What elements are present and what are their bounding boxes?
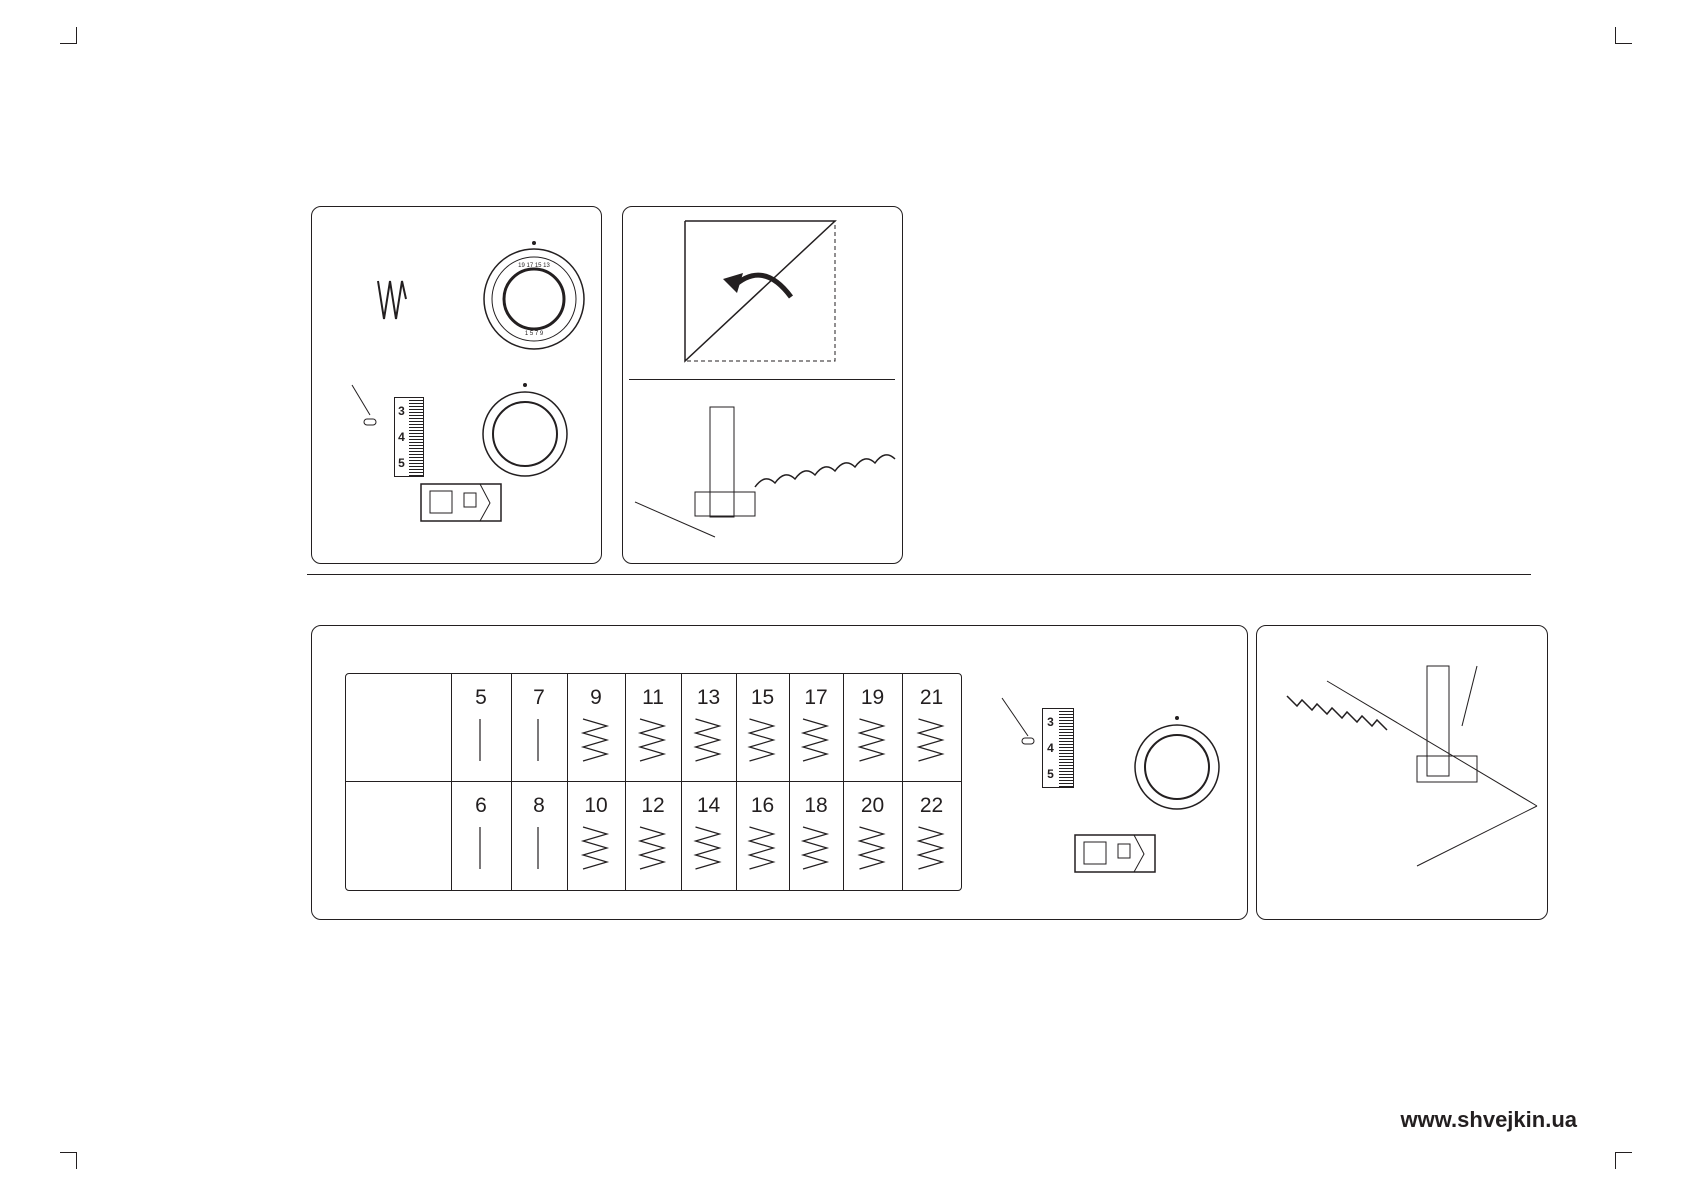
- width-scale-2-4: 4: [1047, 741, 1054, 755]
- stitch-number-8: 8: [533, 794, 545, 817]
- svg-text:19 17 15 13: 19 17 15 13: [518, 263, 550, 269]
- width-scale-2-3: 3: [1047, 715, 1054, 729]
- table-col-divider: [567, 674, 568, 890]
- stitch-number-22: 22: [919, 794, 944, 817]
- width-scale-2-5: 5: [1047, 767, 1054, 781]
- table-header-col: [451, 674, 452, 890]
- crop-mark-bottom-left: [60, 1152, 77, 1169]
- stitch-symbol-18: [800, 826, 830, 870]
- stitch-number-16: 16: [750, 794, 775, 817]
- stitch-symbol-13: [693, 718, 722, 762]
- stitch-symbol-11: [637, 718, 667, 762]
- presser-foot-sewing-illustration: [634, 406, 896, 538]
- stitch-number-5: 5: [475, 686, 487, 709]
- width-scale-5: 5: [398, 456, 405, 470]
- illustration-panel-bottom: [1256, 625, 1548, 920]
- section-divider: [307, 574, 1531, 575]
- illustration-panel-top: [622, 206, 903, 564]
- crop-mark-top-left: [60, 27, 77, 44]
- stitch-symbol-22: [916, 826, 945, 870]
- settings-panel-top: 19 17 15 13 1 5 7 9 3 4 5: [311, 206, 602, 564]
- panel-divider: [629, 379, 895, 380]
- stitch-number-18: 18: [804, 794, 828, 817]
- stitch-number-20: 20: [860, 794, 885, 817]
- presser-foot-icon: [420, 483, 502, 522]
- stitch-symbol-17: [800, 718, 830, 762]
- stitch-number-7: 7: [533, 686, 545, 709]
- stitch-number-15: 15: [750, 686, 775, 709]
- fabric-fold-diagram: [684, 220, 837, 363]
- table-col-divider: [789, 674, 790, 890]
- stitch-symbol-10: [580, 826, 610, 870]
- table-col-divider: [736, 674, 737, 890]
- stitch-length-dial-2: [1134, 716, 1220, 810]
- stitch-symbol-20: [857, 826, 886, 870]
- stitch-number-19: 19: [860, 686, 885, 709]
- stitch-symbol-12: [637, 826, 667, 870]
- stitch-symbol-19: [857, 718, 886, 762]
- presser-foot-icon-2: [1074, 834, 1156, 873]
- stitch-symbol-16: [747, 826, 776, 870]
- width-scale-4: 4: [398, 430, 405, 444]
- table-row-divider: [346, 781, 961, 782]
- stitch-number-17: 17: [804, 686, 828, 709]
- stitch-number-14: 14: [696, 794, 721, 817]
- stitch-number-6: 6: [475, 794, 487, 817]
- stitch-number-12: 12: [641, 794, 665, 817]
- stitch-number-21: 21: [919, 686, 944, 709]
- width-marker-line-2: [1001, 697, 1035, 745]
- crop-mark-top-right: [1615, 27, 1632, 44]
- stitch-chart-table: 5 6 7 8 9 10 11 12 13 14 15 16 17 18 19 20 21 22: [345, 673, 962, 891]
- stitch-symbol-9: [580, 718, 610, 762]
- footer-url[interactable]: www.shvejkin.ua: [1400, 1107, 1577, 1132]
- stitch-number-13: 13: [696, 686, 721, 709]
- table-col-divider: [843, 674, 844, 890]
- stitch-number-11: 11: [642, 686, 664, 709]
- stitch-symbol-21: [916, 718, 945, 762]
- pattern-selector-dial: 19 17 15 13 1 5 7 9: [483, 241, 585, 350]
- shell-stitch-icon: [377, 280, 407, 320]
- width-scale: 3 4 5: [394, 397, 424, 477]
- table-col-divider: [625, 674, 626, 890]
- svg-text:1 5 7 9: 1 5 7 9: [525, 331, 544, 337]
- stitch-symbol-14: [693, 826, 722, 870]
- crop-mark-bottom-right: [1615, 1152, 1632, 1169]
- width-scale-3: 3: [398, 404, 405, 418]
- table-col-divider: [902, 674, 903, 890]
- table-col-divider: [511, 674, 512, 890]
- table-col-divider: [681, 674, 682, 890]
- width-marker-line: [351, 384, 377, 426]
- stitch-length-dial: [482, 383, 568, 477]
- width-scale-2: 3 4 5: [1042, 708, 1074, 788]
- stitch-symbol-15: [747, 718, 776, 762]
- stitch-number-10: 10: [584, 794, 608, 817]
- stitch-number-9: 9: [590, 686, 602, 709]
- stitch-selection-panel: [311, 625, 1248, 920]
- edge-stitching-illustration: [1286, 665, 1538, 867]
